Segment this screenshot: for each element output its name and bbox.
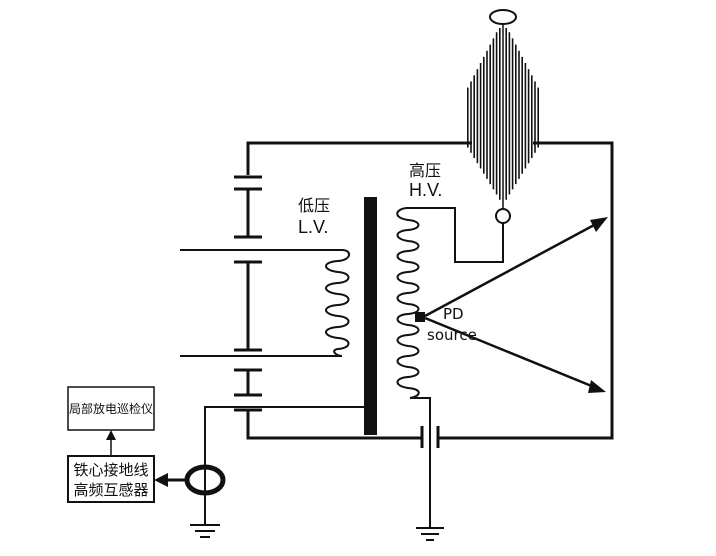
lv-leads	[180, 249, 342, 357]
hv-bushing	[466, 9, 540, 224]
sensor-label-line1: 铁心接地线	[73, 461, 148, 479]
enclosure-wires	[246, 141, 614, 440]
hv-bottom-lead	[410, 397, 431, 528]
hv-label-cn: 高压	[409, 161, 441, 180]
iron-core	[364, 197, 377, 435]
lv-coil	[325, 249, 350, 357]
bushing-bottom-terminal	[495, 208, 511, 224]
core-ground-lead	[204, 406, 364, 525]
sensor-label-line2: 高频互感器	[73, 481, 148, 499]
series-capacitors	[234, 175, 262, 412]
sensor-arrow	[154, 473, 187, 487]
hv-label-en: H.V.	[409, 180, 442, 200]
bottom-capacitor	[420, 426, 440, 448]
lv-label-en: L.V.	[298, 217, 328, 237]
pd-instrument-label: 局部放电巡检仪	[69, 401, 153, 416]
pd-source-marker	[415, 312, 425, 322]
pd-arrows	[424, 217, 608, 393]
pd-instrument-box	[67, 386, 155, 431]
hv-ground-symbol	[416, 527, 444, 541]
pd-source-label-line1: PD	[443, 305, 464, 323]
hv-lead	[406, 207, 504, 263]
lv-label-cn: 低压	[298, 196, 330, 215]
bushing-top-terminal	[489, 9, 517, 25]
sensor-box	[67, 455, 155, 503]
pd-source-label-line2: source	[427, 326, 477, 344]
core-ground-symbol	[190, 524, 220, 538]
hv-coil	[396, 207, 420, 399]
signal-arrow	[106, 430, 116, 456]
